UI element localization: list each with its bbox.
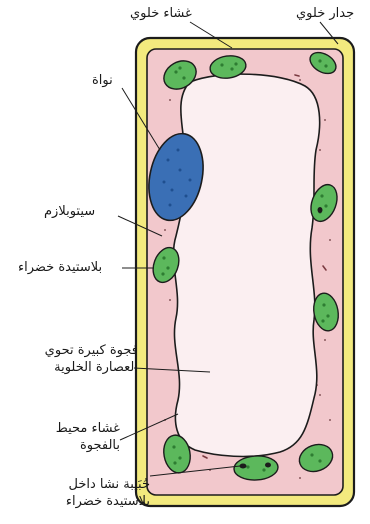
- label-vacuole: فجوة كبيرة تحوي العصارة الخلوية: [10, 342, 138, 376]
- label-cytoplasm: سيتوبلازم: [44, 203, 95, 220]
- label-tonoplast: غشاء محيط بالفجوة: [10, 420, 120, 454]
- label-starch: حُبَيبة نشا داخل بلاستيدة خضراء: [10, 476, 150, 510]
- label-tonoplast-line1: غشاء محيط: [10, 420, 120, 437]
- label-nucleus: نواة: [92, 72, 113, 89]
- label-vacuole-line2: العصارة الخلوية: [10, 359, 138, 376]
- label-starch-line2: بلاستيدة خضراء: [10, 493, 150, 510]
- label-starch-line1: حُبَيبة نشا داخل: [10, 476, 150, 493]
- label-cell-membrane: غشاء خلوي: [130, 5, 192, 22]
- starch-grain: [318, 207, 323, 213]
- label-vacuole-line1: فجوة كبيرة تحوي: [10, 342, 138, 359]
- central-vacuole: [173, 74, 319, 456]
- starch-grain: [240, 464, 247, 469]
- starch-grain: [265, 463, 271, 468]
- label-chloroplast: بلاستيدة خضراء: [18, 259, 102, 276]
- label-tonoplast-line2: بالفجوة: [10, 437, 120, 454]
- label-cell-wall: جدار خلوي: [296, 5, 354, 22]
